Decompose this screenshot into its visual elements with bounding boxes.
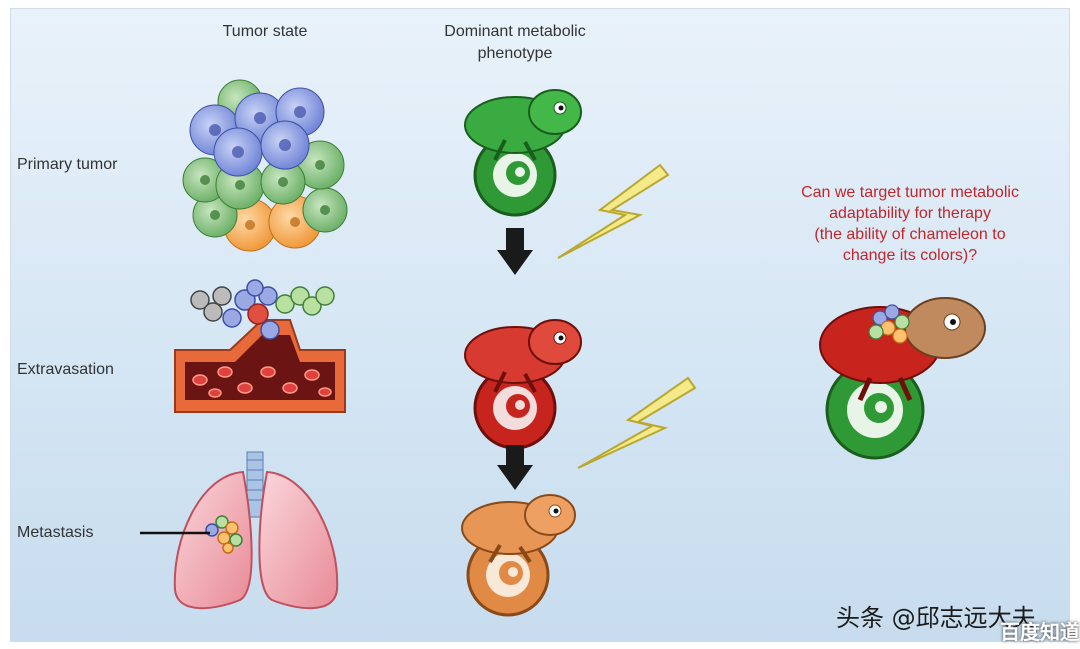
chameleon-red: [464, 319, 582, 450]
watermark-site: 百度知道: [1000, 620, 1080, 644]
watermark-author: 头条 @邱志远大夫: [836, 604, 1036, 632]
header-phenotype-line1: Dominant metabolic: [444, 23, 586, 40]
extravasation-illustration: [174, 279, 346, 413]
metastasis-lungs-illustration: [140, 451, 339, 610]
header-phenotype: Dominant metabolic phenotype: [420, 21, 610, 65]
down-arrow-1: [497, 228, 533, 275]
lightning-bolt-2: [577, 376, 697, 469]
header-phenotype-line2: phenotype: [477, 45, 553, 62]
down-arrow-2: [497, 445, 533, 490]
label-primary-tumor: Primary tumor: [17, 156, 118, 173]
chameleon-orange: [461, 494, 576, 617]
question-line4: change its colors)?: [842, 247, 978, 264]
therapy-question: Can we target tumor metabolic adaptabili…: [770, 182, 1050, 266]
primary-tumor-illustration: [182, 79, 348, 252]
header-tumor-state: Tumor state: [222, 23, 308, 40]
question-line1: Can we target tumor metabolic: [801, 184, 1019, 201]
lightning-bolt-1: [557, 163, 670, 259]
chameleon-green: [464, 89, 582, 217]
label-extravasation: Extravasation: [17, 361, 114, 378]
label-metastasis: Metastasis: [17, 524, 94, 541]
chameleon-mixed: [819, 297, 986, 460]
question-line3: (the ability of chameleon to: [814, 226, 1006, 243]
question-line2: adaptability for therapy: [829, 205, 991, 222]
